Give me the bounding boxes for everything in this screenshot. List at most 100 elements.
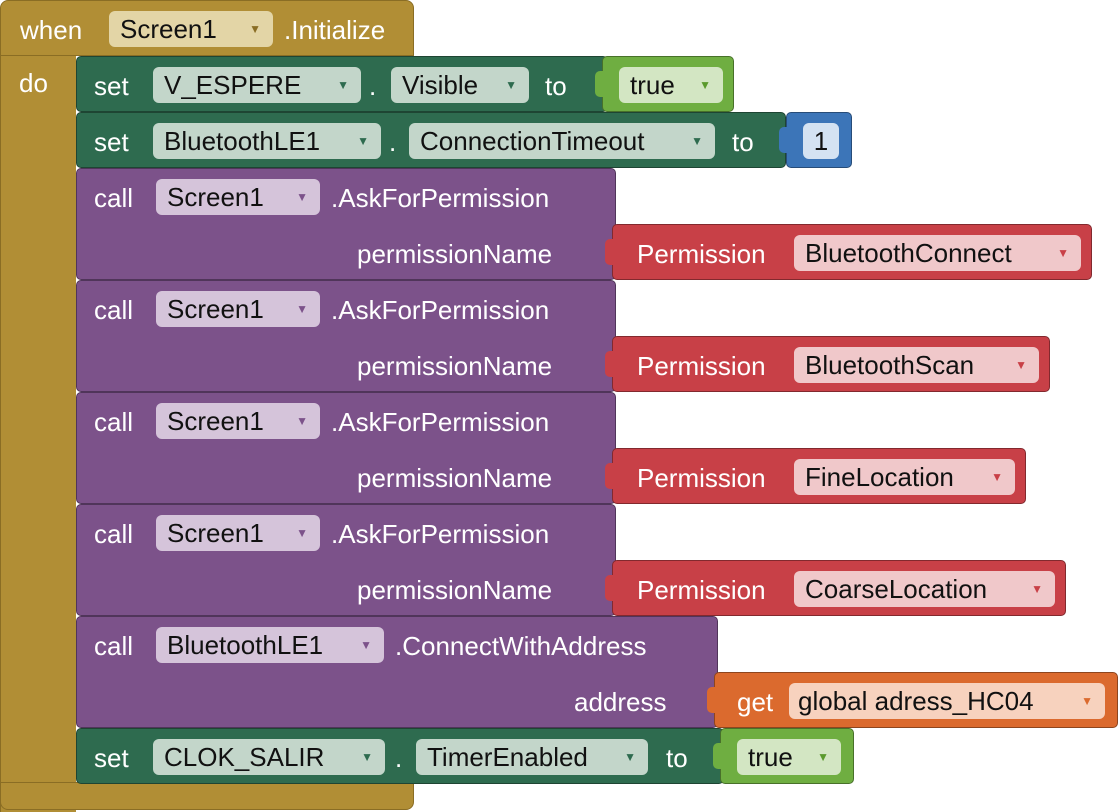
component-dropdown-clok-salir[interactable]: CLOK_SALIR ▼ — [153, 739, 385, 775]
permission-dropdown[interactable]: BluetoothScan ▼ — [794, 347, 1039, 383]
dot-separator: . — [369, 71, 377, 101]
component-dropdown-bluetoothle1[interactable]: BluetoothLE1 ▼ — [156, 627, 384, 663]
to-label: to — [545, 71, 567, 101]
event-component-dropdown[interactable]: Screen1 ▼ — [109, 11, 273, 47]
param-label: permissionName — [357, 463, 553, 493]
variable-name: global adress_HC04 — [798, 685, 1034, 716]
boolean-dropdown-true[interactable]: true ▼ — [737, 739, 841, 775]
event-block-body[interactable] — [0, 54, 76, 812]
param-label: address — [574, 687, 667, 717]
dropdown-arrow-icon: ▼ — [249, 22, 261, 36]
call-keyword: call — [94, 407, 134, 437]
number-field[interactable]: 1 — [803, 123, 839, 159]
dropdown-arrow-icon: ▼ — [817, 750, 829, 764]
component-name: BluetoothLE1 — [164, 125, 321, 156]
permission-block-3[interactable]: Permission FineLocation ▼ — [605, 448, 1026, 504]
set-keyword: set — [94, 743, 129, 773]
dropdown-arrow-icon: ▼ — [1057, 246, 1069, 260]
dropdown-arrow-icon: ▼ — [1015, 358, 1027, 372]
permission-dropdown[interactable]: BluetoothConnect ▼ — [794, 235, 1081, 271]
permission-value: FineLocation — [805, 461, 954, 492]
permission-dropdown[interactable]: CoarseLocation ▼ — [794, 571, 1055, 607]
event-block-footer — [0, 782, 414, 810]
permission-value: CoarseLocation — [805, 573, 988, 604]
component-dropdown-screen1[interactable]: Screen1 ▼ — [156, 291, 320, 327]
dropdown-arrow-icon: ▼ — [357, 134, 369, 148]
get-keyword: get — [737, 687, 774, 717]
logic-true-block[interactable]: true ▼ — [595, 56, 734, 112]
method-name: .AskForPermission — [331, 183, 550, 213]
connector-tab — [779, 127, 789, 153]
math-number-block[interactable]: 1 — [779, 112, 852, 168]
number-value: 1 — [813, 125, 829, 156]
dot-separator: . — [395, 743, 403, 773]
component-dropdown-screen1[interactable]: Screen1 ▼ — [156, 179, 320, 215]
property-dropdown-visible[interactable]: Visible ▼ — [391, 67, 529, 103]
variable-dropdown[interactable]: global adress_HC04 ▼ — [789, 683, 1105, 719]
call-askforpermission-block-2[interactable]: call Screen1 ▼ .AskForPermission permiss… — [76, 280, 616, 392]
call-connectwithaddress-block[interactable]: call BluetoothLE1 ▼ .ConnectWithAddress … — [76, 616, 718, 728]
component-name: Screen1 — [167, 293, 264, 324]
dropdown-arrow-icon: ▼ — [337, 78, 349, 92]
component-dropdown-v-espere[interactable]: V_ESPERE ▼ — [153, 67, 361, 103]
param-label: permissionName — [357, 351, 553, 381]
event-component-name: Screen1 — [120, 13, 217, 44]
component-name: V_ESPERE — [164, 69, 302, 100]
call-askforpermission-block-1[interactable]: call Screen1 ▼ .AskForPermission permiss… — [76, 168, 616, 280]
dropdown-arrow-icon: ▼ — [699, 78, 711, 92]
component-name: Screen1 — [167, 181, 264, 212]
permission-block-1[interactable]: Permission BluetoothConnect ▼ — [605, 224, 1092, 280]
connector-tab — [605, 351, 615, 377]
property-name: ConnectionTimeout — [420, 125, 645, 156]
to-label: to — [732, 127, 754, 157]
method-name: .AskForPermission — [331, 519, 550, 549]
call-askforpermission-block-4[interactable]: call Screen1 ▼ .AskForPermission permiss… — [76, 504, 616, 616]
set-keyword: set — [94, 71, 129, 101]
connector-tab — [605, 239, 615, 265]
dropdown-arrow-icon: ▼ — [361, 750, 373, 764]
boolean-value: true — [748, 741, 793, 772]
property-name: TimerEnabled — [427, 741, 588, 772]
connector-tab — [595, 71, 605, 97]
component-name: Screen1 — [167, 517, 264, 548]
permission-label: Permission — [637, 575, 766, 605]
dropdown-arrow-icon: ▼ — [505, 78, 517, 92]
event-name: .Initialize — [284, 15, 386, 45]
param-label: permissionName — [357, 575, 553, 605]
event-block-when-screen1-initialize[interactable]: when Screen1 ▼ .Initialize — [0, 0, 414, 56]
to-label: to — [666, 743, 688, 773]
dropdown-arrow-icon: ▼ — [624, 750, 636, 764]
boolean-dropdown-true[interactable]: true ▼ — [619, 67, 723, 103]
permission-label: Permission — [637, 239, 766, 269]
logic-true-block[interactable]: true ▼ — [713, 728, 854, 784]
permission-value: BluetoothScan — [805, 349, 975, 380]
method-name: .ConnectWithAddress — [395, 631, 647, 661]
dropdown-arrow-icon: ▼ — [991, 470, 1003, 484]
dropdown-arrow-icon: ▼ — [296, 414, 308, 428]
boolean-value: true — [630, 69, 675, 100]
call-keyword: call — [94, 183, 134, 213]
set-bluetoothle1-connectiontimeout-block[interactable]: set BluetoothLE1 ▼ . ConnectionTimeout ▼… — [76, 112, 786, 168]
dropdown-arrow-icon: ▼ — [1081, 694, 1093, 708]
component-name: Screen1 — [167, 405, 264, 436]
set-clok-salir-timerenabled-block[interactable]: set CLOK_SALIR ▼ . TimerEnabled ▼ to — [76, 728, 724, 784]
connector-tab — [713, 743, 723, 769]
permission-dropdown[interactable]: FineLocation ▼ — [794, 459, 1015, 495]
do-label: do — [19, 68, 48, 98]
call-keyword: call — [94, 295, 134, 325]
set-v-espere-visible-block[interactable]: set V_ESPERE ▼ . Visible ▼ to — [76, 56, 608, 112]
component-dropdown-screen1[interactable]: Screen1 ▼ — [156, 515, 320, 551]
get-variable-block[interactable]: get global adress_HC04 ▼ — [707, 672, 1118, 728]
property-dropdown-connectiontimeout[interactable]: ConnectionTimeout ▼ — [409, 123, 715, 159]
permission-block-2[interactable]: Permission BluetoothScan ▼ — [605, 336, 1050, 392]
permission-block-4[interactable]: Permission CoarseLocation ▼ — [605, 560, 1066, 616]
component-dropdown-screen1[interactable]: Screen1 ▼ — [156, 403, 320, 439]
component-dropdown-bluetoothle1[interactable]: BluetoothLE1 ▼ — [153, 123, 381, 159]
dot-separator: . — [389, 127, 397, 157]
dropdown-arrow-icon: ▼ — [296, 526, 308, 540]
property-dropdown-timerenabled[interactable]: TimerEnabled ▼ — [416, 739, 648, 775]
dropdown-arrow-icon: ▼ — [1031, 582, 1043, 596]
method-name: .AskForPermission — [331, 407, 550, 437]
call-askforpermission-block-3[interactable]: call Screen1 ▼ .AskForPermission permiss… — [76, 392, 616, 504]
param-label: permissionName — [357, 239, 553, 269]
